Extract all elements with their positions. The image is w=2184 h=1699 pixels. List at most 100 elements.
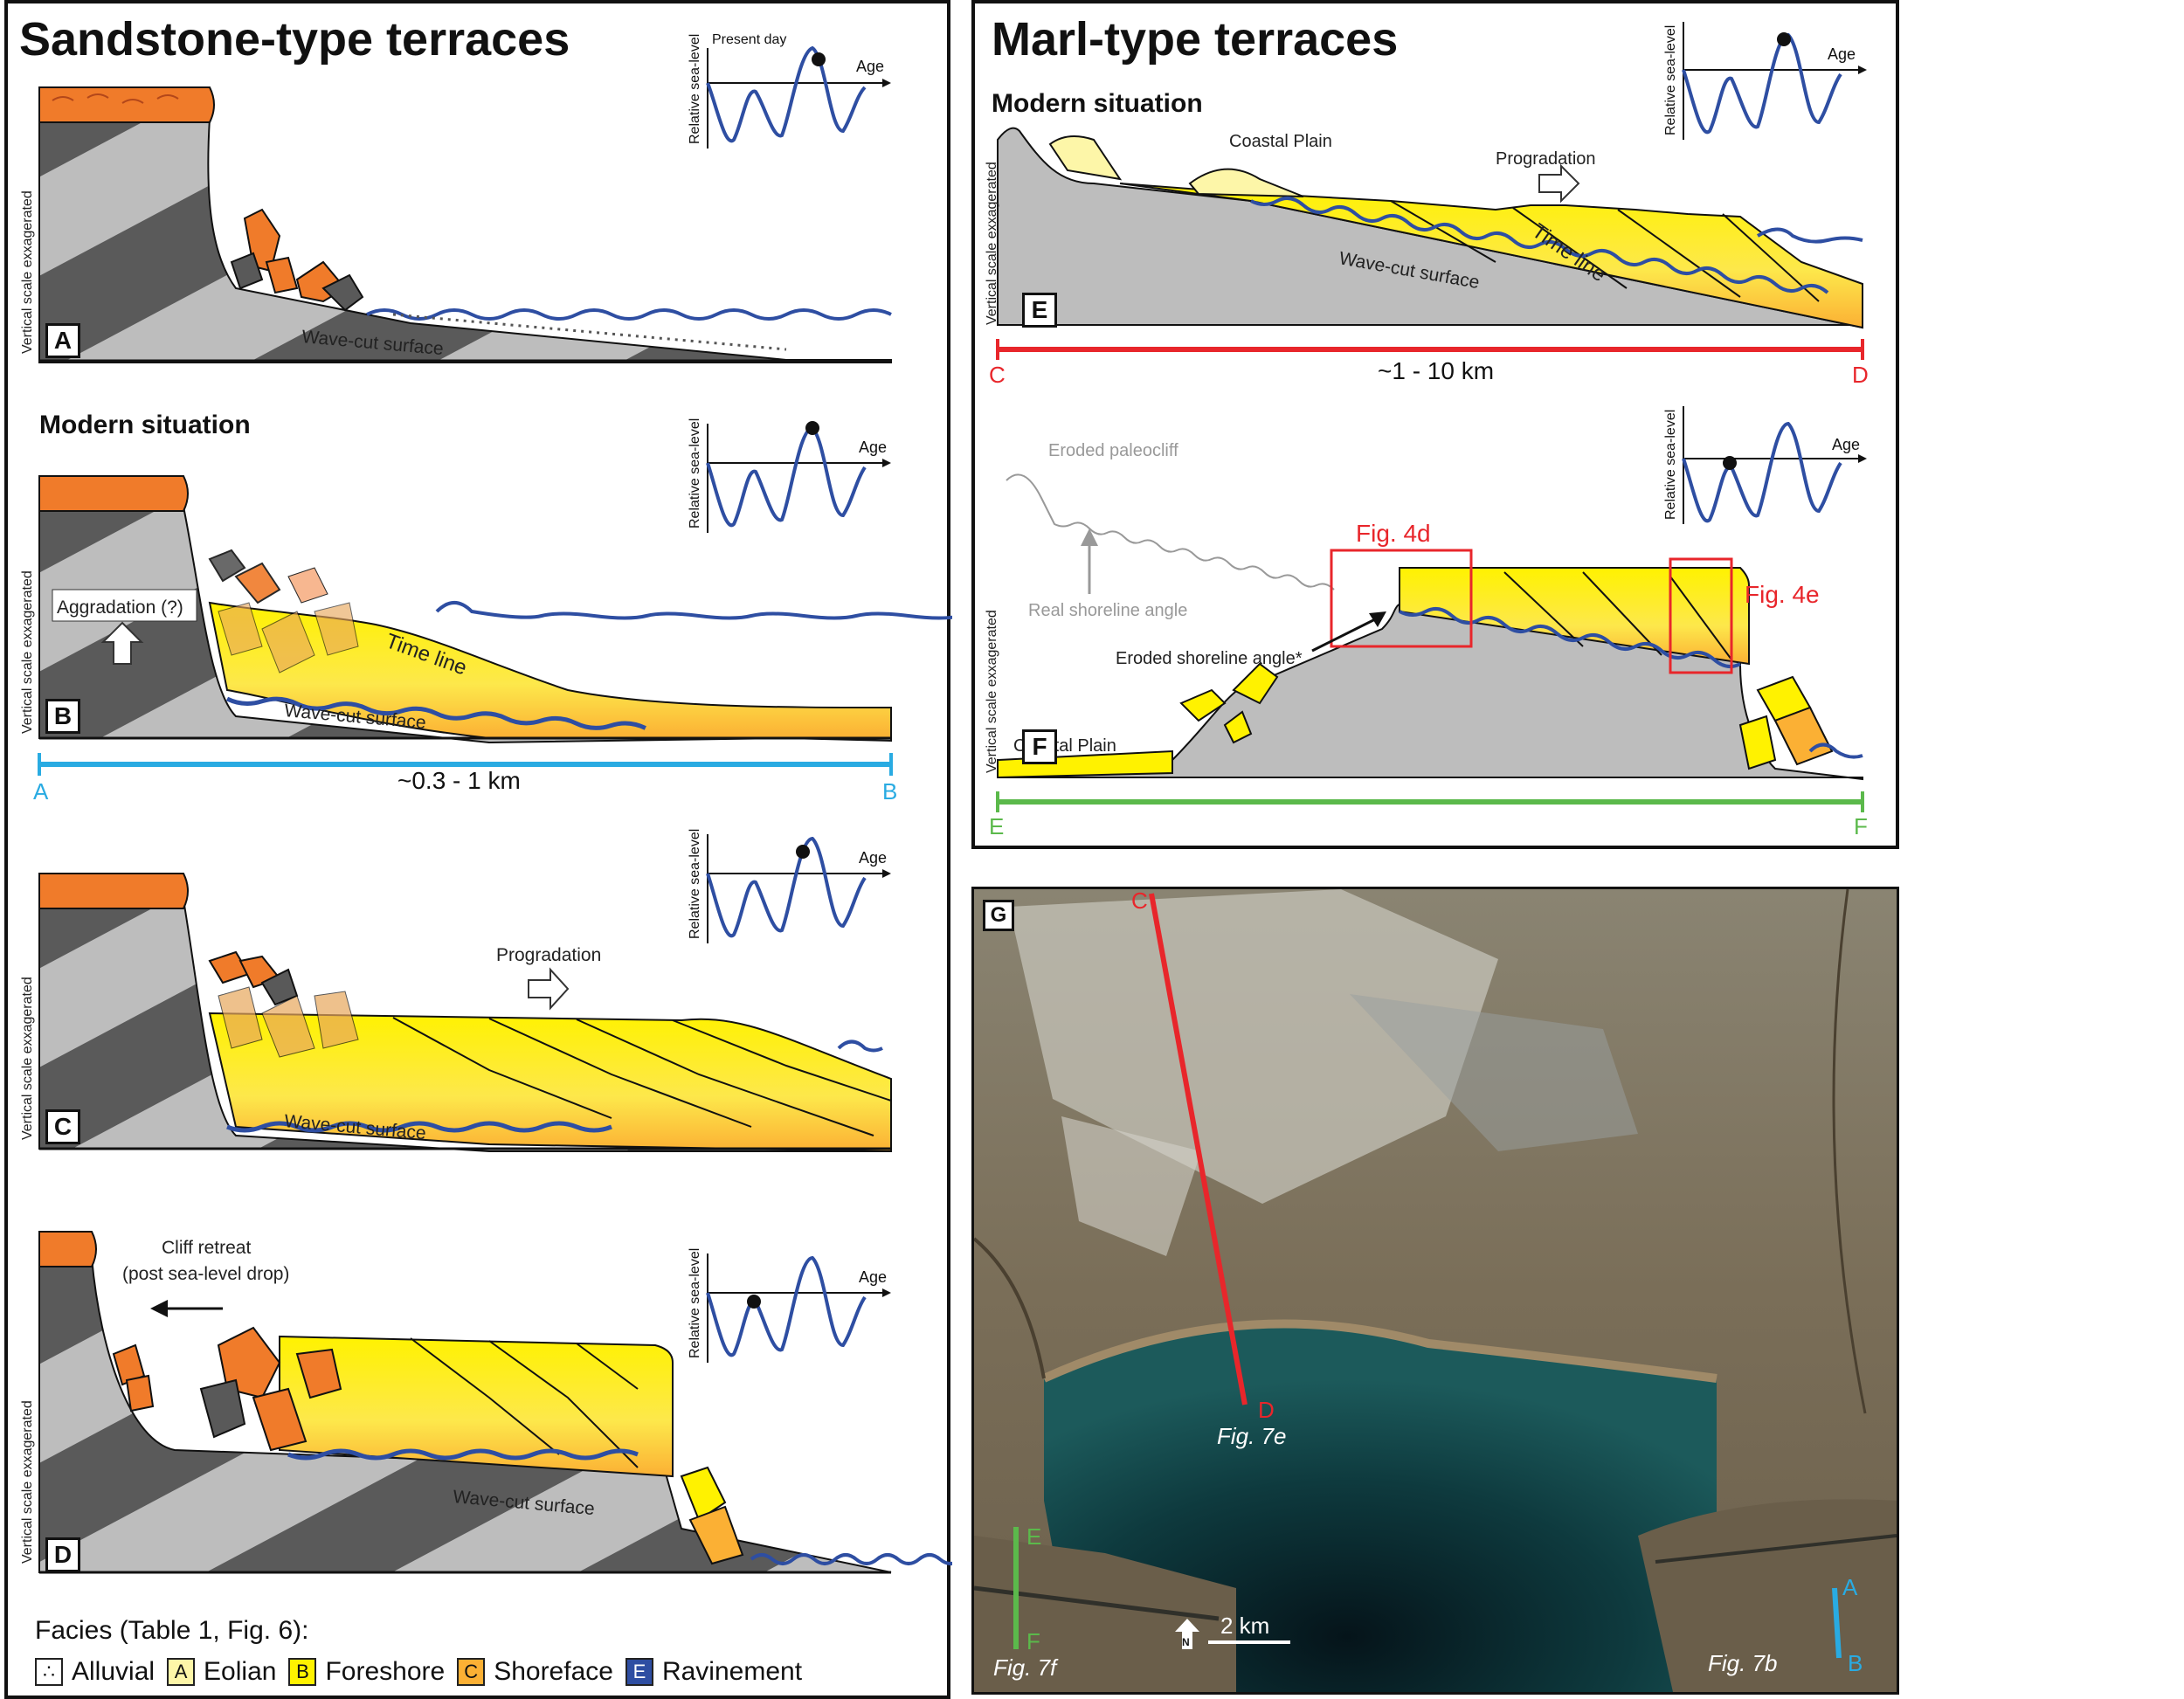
legend-swatch-shoreface: C <box>457 1658 486 1686</box>
scale-bar-ef: E F <box>989 791 1868 839</box>
diagram-d: Wave-cut surface Cliff retreat (post sea… <box>38 1231 952 1574</box>
diagram-a: Wave-cut surface <box>38 86 892 363</box>
sea-d <box>750 1553 952 1565</box>
ravinement-b <box>225 696 646 730</box>
ravinement-f <box>1399 606 1741 669</box>
bedrock-e <box>997 127 1863 329</box>
scale-bar-cd: C D ~1 - 10 km <box>989 339 1869 388</box>
foreshore-wedge-b <box>208 601 892 739</box>
fig7b-label: Fig. 7b <box>1708 1650 1778 1676</box>
diagram-b: Time line Wave-cut surface Aggradation (… <box>38 475 952 744</box>
sea-e <box>1756 227 1863 244</box>
fig4e-box <box>1669 557 1733 674</box>
map-scale-label: 2 km <box>1220 1613 1269 1639</box>
sea-level-inset-e: Age Relative sea-level <box>1663 22 1867 140</box>
boulders-a <box>230 208 364 312</box>
aggradation-arrow <box>100 621 144 665</box>
cap-rock-b <box>38 475 189 512</box>
panel-letter-e: E <box>1022 293 1057 328</box>
map-label-e: E <box>1026 1523 1041 1550</box>
terrace-body-f <box>1399 567 1750 666</box>
scale-ab-label: ~0.3 - 1 km <box>397 767 521 794</box>
sea-c <box>837 1039 883 1053</box>
legend-label-ravinement: Ravinement <box>661 1657 803 1686</box>
age-label-d: Age <box>859 1268 887 1286</box>
time-lines-d <box>410 1337 639 1468</box>
panel-letter-f: F <box>1022 729 1057 764</box>
legend-swatch-foreshore: B <box>288 1658 317 1686</box>
fig4d-box <box>1330 549 1473 648</box>
aggradation-box <box>52 589 197 622</box>
age-label-f: Age <box>1832 436 1860 453</box>
transect-ab <box>1832 1587 1842 1659</box>
sea-level-inset-a: Age Relative sea-level Present day <box>688 32 891 148</box>
scale-ab-start: A <box>33 778 49 805</box>
gravel-a <box>392 313 787 351</box>
legend-row: ∴ Alluvial A Eolian B Foreshore C Shoref… <box>35 1653 943 1691</box>
aggradation-label: Aggradation (?) <box>57 597 183 618</box>
scale-cd-end: D <box>1852 362 1869 388</box>
scale-ef-start: E <box>989 813 1004 839</box>
vertical-scale-c: Vertical scale exxagerated <box>20 977 35 1140</box>
age-label-b: Age <box>859 439 887 456</box>
eroded-shoreline-arrow <box>1311 614 1383 653</box>
rsl-label-a: Relative sea-level <box>688 34 702 144</box>
sea-level-inset-d: Age Relative sea-level <box>688 1248 891 1363</box>
legend-swatch-alluvial: ∴ <box>35 1658 63 1686</box>
sandstone-title: Sandstone-type terraces <box>19 13 570 66</box>
map-label-c: C <box>1131 889 1148 914</box>
panel-letter-g: G <box>983 900 1014 931</box>
legend-swatch-ravinement: E <box>625 1658 653 1686</box>
map-label-b: B <box>1848 1650 1863 1676</box>
sea-level-inset-f: Age Relative sea-level <box>1663 406 1867 524</box>
sea-a <box>366 308 892 321</box>
transect-cd <box>1149 893 1248 1405</box>
scale-ab-end: B <box>882 778 897 805</box>
fig7e-label: Fig. 7e <box>1217 1423 1287 1449</box>
age-label-e: Age <box>1828 45 1856 63</box>
sandstone-diagrams: Wave-cut surface Time line Wave-cut surf… <box>20 32 952 1574</box>
sea-f <box>1808 742 1863 759</box>
map-label-d: D <box>1258 1397 1275 1423</box>
vertical-scale-f: Vertical scale exxagerated <box>985 610 999 773</box>
time-lines-c <box>392 1017 892 1136</box>
scale-cd-start: C <box>989 362 1006 388</box>
scale-bar-ab: A B ~0.3 - 1 km <box>33 753 897 805</box>
ravinement-e <box>1250 196 1829 294</box>
vertical-scale-b: Vertical scale exxagerated <box>20 570 35 734</box>
terrace-body-c <box>208 1012 892 1153</box>
boulders-f <box>1179 662 1834 770</box>
coastal-plain-label-e: Coastal Plain <box>1229 132 1332 151</box>
panel-letter-a: A <box>45 323 80 358</box>
bedrock-a <box>38 117 892 363</box>
present-day-label: Present day <box>712 32 786 47</box>
progradation-arrow-c <box>528 967 570 1011</box>
age-label-c: Age <box>859 849 887 867</box>
rsl-label-d: Relative sea-level <box>688 1248 702 1358</box>
age-label-a: Age <box>856 58 884 75</box>
satellite-image <box>974 889 1897 1692</box>
vertical-scale-e: Vertical scale exxagerated <box>985 162 999 325</box>
eolian-dune-2 <box>1188 168 1304 197</box>
boulders-d <box>112 1326 744 1565</box>
diagram-e: Coastal Plain Progradation Time line Wav… <box>997 127 1863 329</box>
paleocliff-line <box>1006 473 1335 591</box>
north-arrow-icon <box>1175 1619 1199 1649</box>
progradation-arrow-e <box>1538 163 1580 204</box>
satellite-map: C D E F A B Fig. 7e Fig. 7f Fig. 7b N 2 … <box>971 887 1899 1695</box>
rsl-label-f: Relative sea-level <box>1663 410 1678 520</box>
legend-label-eolian: Eolian <box>204 1657 277 1686</box>
legend-label-alluvial: Alluvial <box>72 1657 156 1686</box>
legend-label-foreshore: Foreshore <box>325 1657 446 1686</box>
fig7f-label: Fig. 7f <box>993 1654 1059 1681</box>
modern-situation-left: Modern situation <box>39 411 251 439</box>
legend-label-shoreface: Shoreface <box>494 1657 613 1686</box>
fig4d-label: Fig. 4d <box>1356 520 1431 547</box>
eroded-paleocliff-label: Eroded paleocliff <box>1048 441 1178 460</box>
panel-letter-d: D <box>45 1537 80 1572</box>
progradation-label-e: Progradation <box>1496 149 1596 169</box>
terrace-body-e <box>1119 183 1863 329</box>
boulders-b <box>208 549 359 673</box>
marl-title: Marl-type terraces <box>992 13 1399 66</box>
diagram-c: Wave-cut surface Progradation <box>38 873 892 1153</box>
